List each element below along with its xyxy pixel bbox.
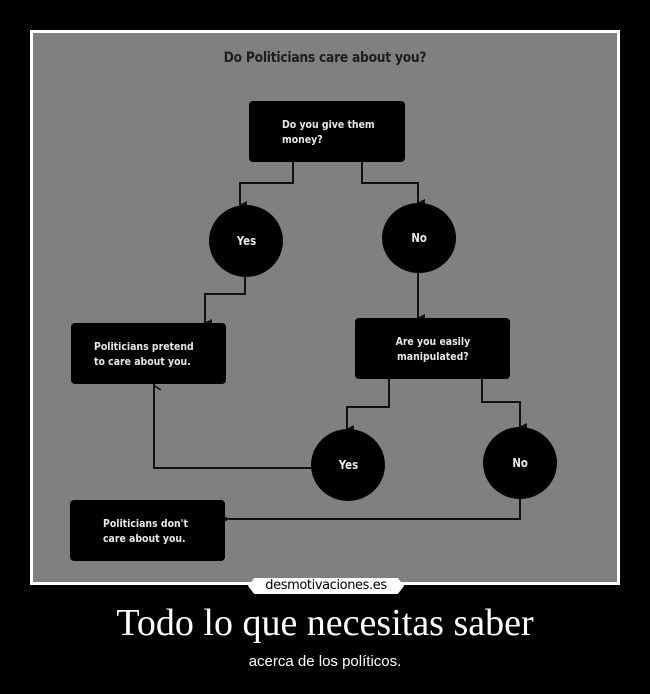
answer-yes-label: Yes [236,234,256,248]
edge-q1-no [361,162,425,207]
answer-no-money: No [382,203,456,273]
connector-lines [153,162,527,523]
question-money-text: Do you give them money? [282,117,375,146]
flowchart-title: Do Politicians care about you? [223,50,427,66]
answer-yes-money: Yes [209,205,283,277]
edge-yes-pretend [204,275,246,327]
edge-yes2-pretend [153,385,312,469]
answer-yes-manipulated: Yes [311,429,385,501]
question-manipulated-text: Are you easily manipulated? [395,334,470,363]
question-box-manipulated: Are you easily manipulated? [355,318,510,379]
edge-q2-yes [346,379,390,433]
result-dont-care-text: Politicians don't care about you. [103,516,188,545]
answer-no-label: No [411,231,427,245]
flowchart-canvas: Do Politicians care about you? [33,33,617,582]
question-box-money: Do you give them money? [249,101,405,162]
poster-headline: Todo lo que necesitas saber [116,602,534,644]
answer-no2-label: No [512,456,528,470]
result-pretend-text: Politicians pretend to care about you. [94,339,194,368]
poster-subline: acerca de los políticos. [248,653,402,670]
result-box-dont-care: Politicians don't care about you. [70,500,225,561]
result-box-pretend: Politicians pretend to care about you. [71,323,226,384]
edge-q2-no [481,379,527,431]
site-logo: desmotivaciones.es [248,578,404,594]
answer-no-manipulated: No [483,427,557,499]
edge-no2-dontcare [222,499,521,523]
answer-yes2-label: Yes [338,458,358,472]
edge-q1-yes [239,162,294,209]
